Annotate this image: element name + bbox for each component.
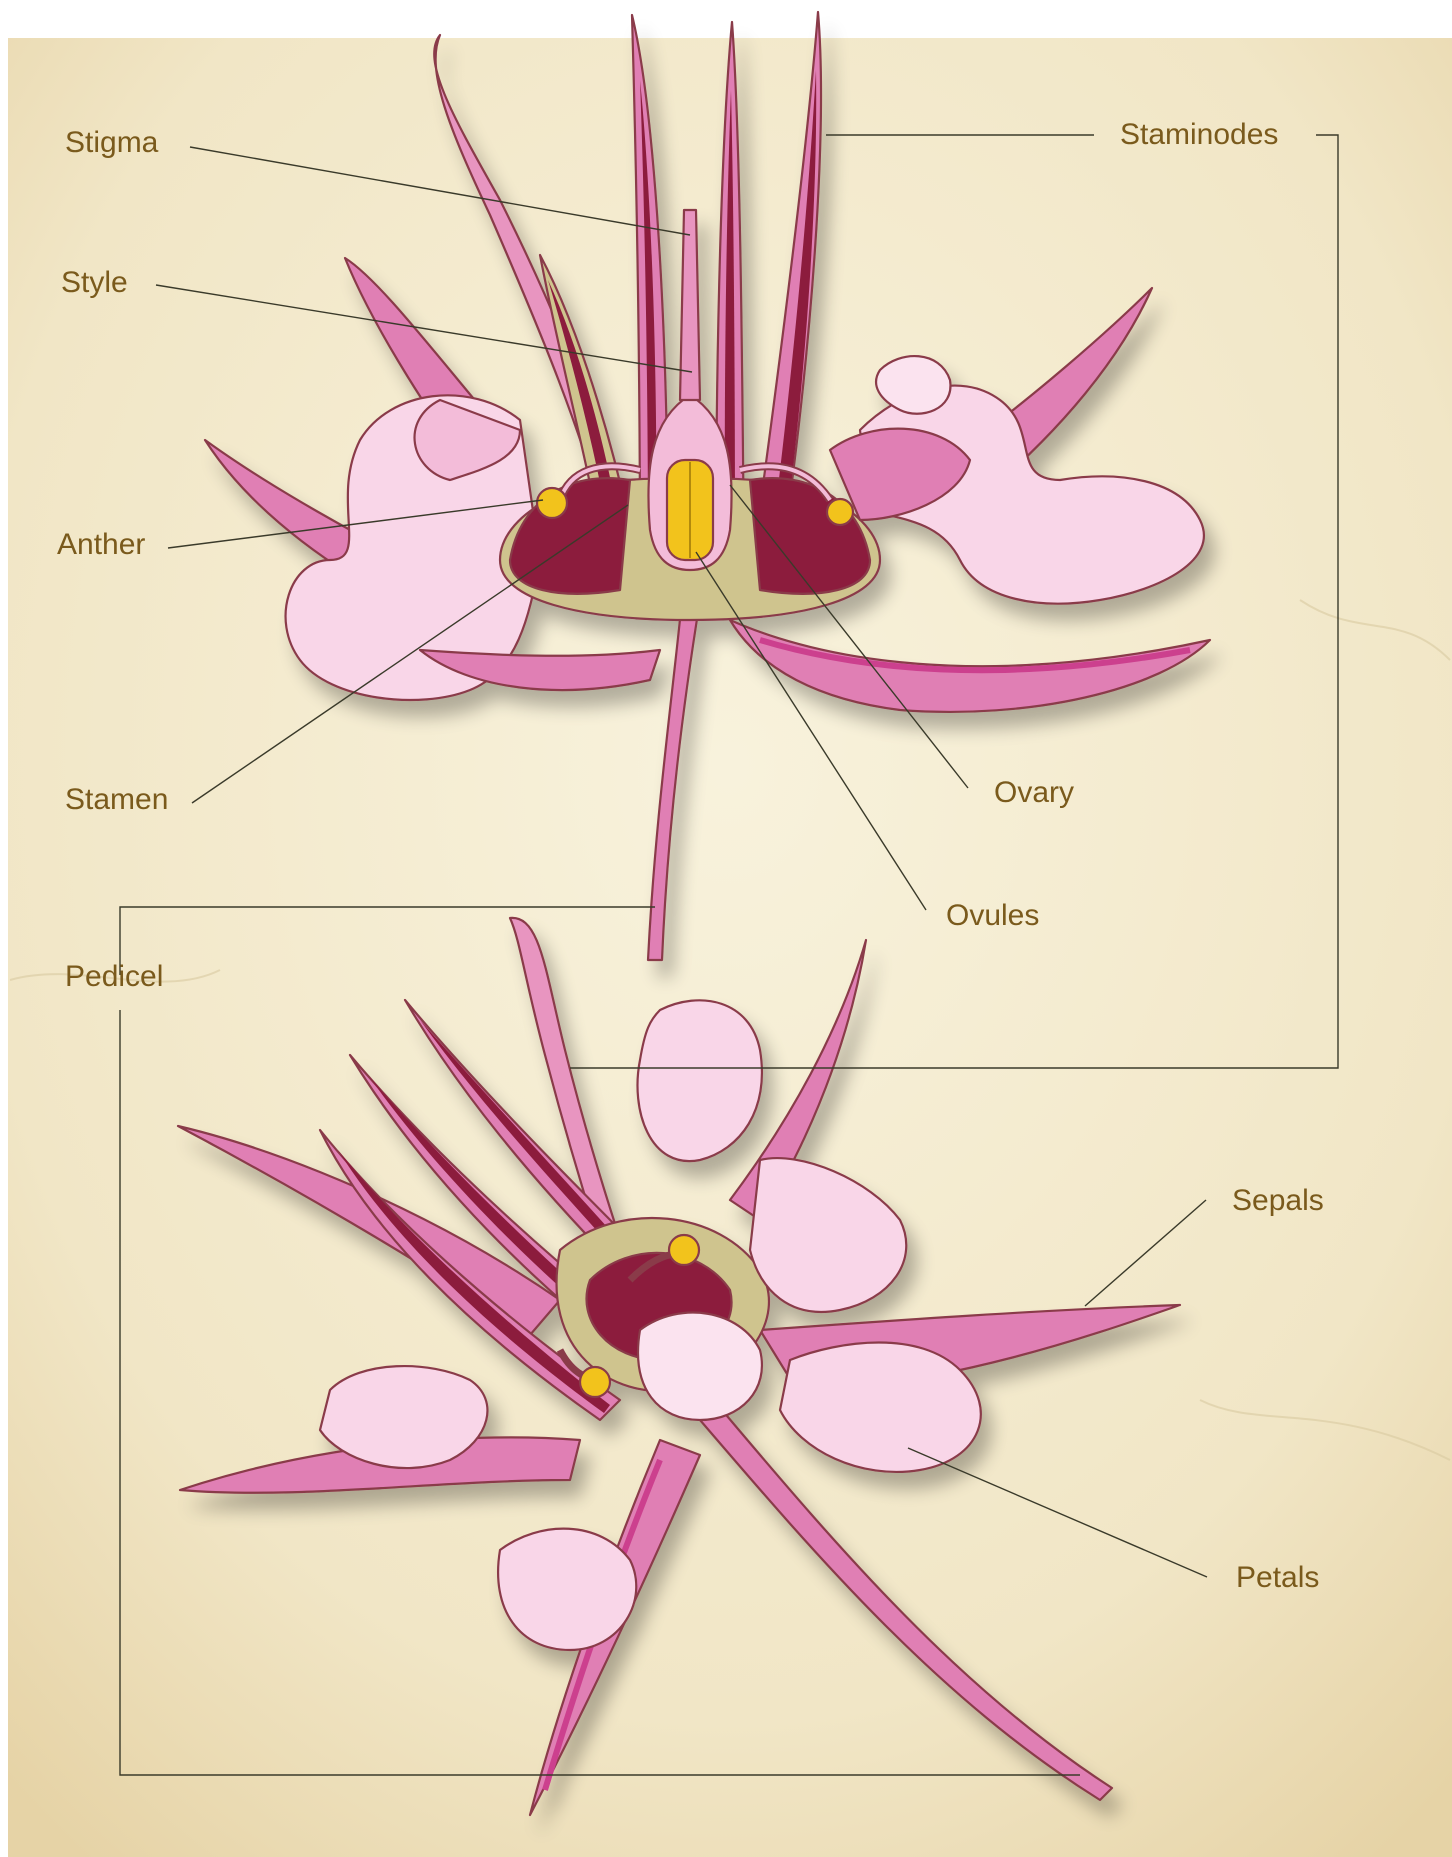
label-style: Style [61,268,128,298]
label-staminodes: Staminodes [1120,120,1278,150]
label-stamen: Stamen [65,785,168,815]
label-stigma: Stigma [65,128,158,158]
bottom-anther-1 [669,1235,699,1265]
label-ovary: Ovary [994,778,1074,808]
bottom-petal-left [320,1366,487,1468]
label-pedicel: Pedicel [65,962,163,992]
label-petals: Petals [1236,1563,1319,1593]
label-ovules: Ovules [946,901,1039,931]
label-anther: Anther [57,530,145,560]
label-sepals: Sepals [1232,1186,1324,1216]
bottom-anther-2 [580,1367,610,1397]
top-anther-left [537,488,567,518]
top-anther-right [827,499,853,525]
bottom-petal-center [638,1313,762,1420]
